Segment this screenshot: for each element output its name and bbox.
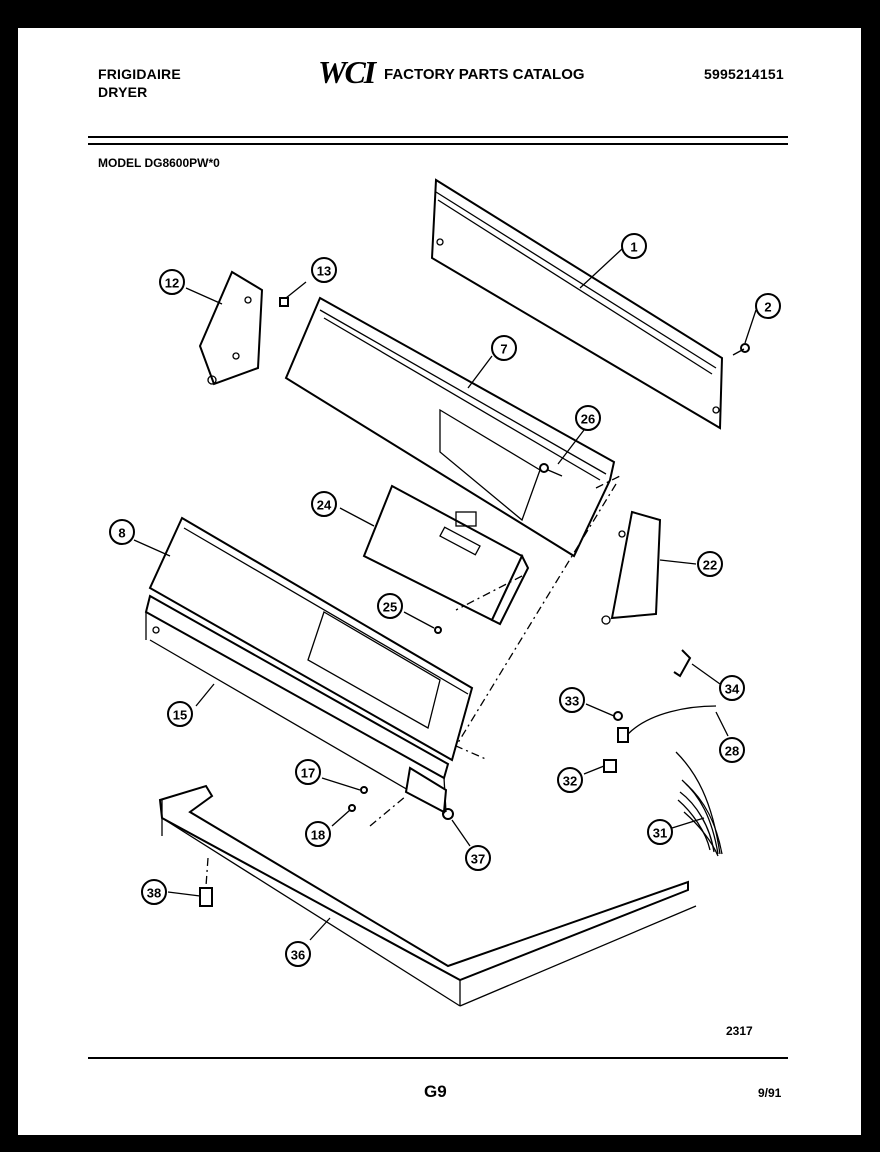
callout-22: 22 — [697, 551, 723, 577]
callout-13: 13 — [311, 257, 337, 283]
part-screw-17 — [360, 786, 368, 794]
callout-15: 15 — [167, 701, 193, 727]
callout-1: 1 — [621, 233, 647, 259]
callout-circle — [311, 257, 337, 283]
callout-circle — [557, 767, 583, 793]
callout-label: 26 — [581, 412, 595, 427]
callout-37: 37 — [465, 845, 491, 871]
part-left-end-cap — [198, 270, 264, 386]
callout-38: 38 — [141, 879, 167, 905]
callout-34: 34 — [719, 675, 745, 701]
model-number: MODEL DG8600PW*0 — [98, 156, 220, 170]
callout-18: 18 — [305, 821, 331, 847]
callout-label: 22 — [703, 558, 717, 573]
callout-circle — [465, 845, 491, 871]
part-switch-assembly — [603, 705, 717, 773]
callout-circle — [491, 335, 517, 361]
callout-33: 33 — [559, 687, 585, 713]
part-control-module — [362, 484, 530, 626]
callout-label: 33 — [565, 694, 579, 709]
part-wire-clip — [673, 649, 692, 678]
diagram-number: 2317 — [726, 1024, 753, 1038]
callout-label: 37 — [471, 852, 485, 867]
callout-label: 8 — [118, 526, 125, 541]
part-trim-strip — [144, 594, 450, 813]
revision-date: 9/91 — [758, 1086, 782, 1100]
callout-circle — [621, 233, 647, 259]
callout-label: 31 — [653, 826, 667, 841]
callout-26: 26 — [575, 405, 601, 431]
part-screw-18 — [348, 804, 356, 812]
callout-circle — [377, 593, 403, 619]
header-rule-bottom — [88, 143, 788, 145]
leader-lines — [133, 248, 757, 941]
callout-circle — [719, 737, 745, 763]
part-top-cover — [158, 784, 697, 1007]
appliance-type: DRYER — [98, 84, 148, 100]
callout-label: 28 — [725, 744, 739, 759]
callout-circle — [559, 687, 585, 713]
callout-label: 15 — [173, 708, 187, 723]
callout-label: 25 — [383, 600, 397, 615]
callout-label: 2 — [764, 300, 771, 315]
callout-circle — [159, 269, 185, 295]
callout-circle — [141, 879, 167, 905]
catalog-title: FACTORY PARTS CATALOG — [384, 66, 585, 83]
part-clip-13 — [279, 297, 289, 307]
callout-circle — [311, 491, 337, 517]
callout-label: 36 — [291, 948, 305, 963]
header-rule-top — [88, 136, 788, 138]
callout-circle — [285, 941, 311, 967]
catalog-number: 5995214151 — [704, 66, 784, 82]
callout-circle — [719, 675, 745, 701]
callout-2: 2 — [755, 293, 781, 319]
part-screw-26 — [539, 463, 563, 477]
part-screw-25 — [434, 626, 442, 634]
callout-label: 12 — [165, 276, 179, 291]
part-right-end-cap — [601, 510, 662, 625]
part-screw-2 — [732, 343, 750, 356]
callout-label: 17 — [301, 766, 315, 781]
callout-circle — [295, 759, 321, 785]
part-front-control-panel — [148, 516, 474, 762]
callout-circle — [575, 405, 601, 431]
part-control-panel-rear — [284, 296, 616, 558]
part-back-panel — [430, 178, 724, 430]
callout-12: 12 — [159, 269, 185, 295]
footer-rule — [88, 1057, 788, 1059]
callout-7: 7 — [491, 335, 517, 361]
page-number: G9 — [424, 1082, 447, 1101]
callout-label: 13 — [317, 264, 331, 279]
callout-label: 38 — [147, 886, 161, 901]
callout-8: 8 — [109, 519, 135, 545]
part-wiring-harness — [675, 751, 723, 857]
callout-28: 28 — [719, 737, 745, 763]
callout-label: 1 — [630, 240, 637, 255]
callout-circle — [697, 551, 723, 577]
callout-circle — [647, 819, 673, 845]
wci-logo: WCI — [318, 54, 376, 90]
callout-label: 34 — [725, 682, 740, 697]
callout-24: 24 — [311, 491, 337, 517]
assembly-guide-lines — [369, 475, 621, 827]
callout-17: 17 — [295, 759, 321, 785]
callout-circle — [755, 293, 781, 319]
callout-circle — [305, 821, 331, 847]
callout-label: 7 — [500, 342, 507, 357]
callout-circle — [167, 701, 193, 727]
callout-25: 25 — [377, 593, 403, 619]
callout-label: 24 — [317, 498, 332, 513]
callout-32: 32 — [557, 767, 583, 793]
callout-31: 31 — [647, 819, 673, 845]
part-clip-38 — [199, 857, 213, 907]
callout-label: 18 — [311, 828, 325, 843]
callout-circle — [109, 519, 135, 545]
part-bracket-37 — [404, 766, 454, 820]
brand-name: FRIGIDAIRE — [98, 66, 181, 82]
callout-36: 36 — [285, 941, 311, 967]
callout-label: 32 — [563, 774, 577, 789]
